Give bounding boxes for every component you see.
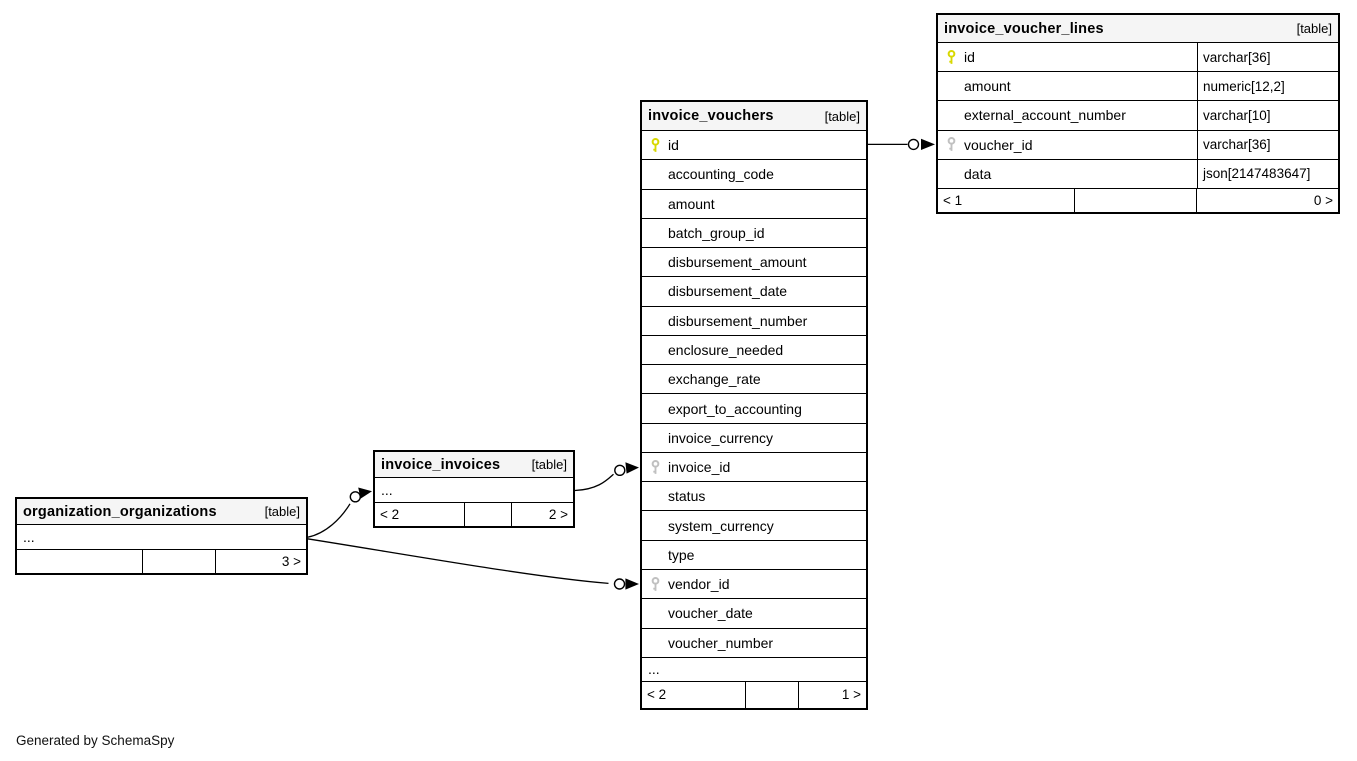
table-header[interactable]: invoice_invoices [table] bbox=[375, 452, 573, 477]
column-name: invoice_currency bbox=[668, 429, 774, 446]
column-name: amount bbox=[964, 78, 1011, 95]
column-name: status bbox=[668, 488, 706, 505]
foreign-key-icon bbox=[650, 576, 668, 593]
table-rows: id varchar[36] amount numeric[12,2] exte… bbox=[938, 42, 1338, 188]
footer-parent-count bbox=[17, 550, 143, 573]
column-name: disbursement_amount bbox=[668, 254, 807, 271]
footer-child-count: 0 > bbox=[1313, 192, 1333, 208]
column-name: exchange_rate bbox=[668, 371, 761, 388]
column-row: disbursement_number bbox=[642, 305, 866, 335]
table-title[interactable]: invoice_vouchers bbox=[648, 108, 774, 124]
column-row: invoice_currency bbox=[642, 422, 866, 452]
column-row: enclosure_needed bbox=[642, 334, 866, 365]
table-type-badge: [table] bbox=[531, 457, 567, 472]
column-name: voucher_id bbox=[964, 136, 1033, 153]
column-row: type bbox=[642, 539, 866, 569]
column-row: status bbox=[642, 481, 866, 511]
footer-middle-cell bbox=[465, 503, 512, 526]
foreign-key-icon bbox=[650, 459, 668, 476]
hidden-columns-ellipsis: ... bbox=[17, 524, 306, 549]
column-row: voucher_number bbox=[642, 627, 866, 657]
column-name: voucher_date bbox=[668, 605, 753, 622]
column-type: varchar[36] bbox=[1197, 130, 1338, 159]
table-header[interactable]: organization_organizations [table] bbox=[17, 499, 306, 524]
table-title[interactable]: invoice_invoices bbox=[381, 456, 501, 473]
column-row: amount bbox=[642, 188, 866, 218]
column-row: external_account_number varchar[10] bbox=[938, 100, 1338, 130]
table-title[interactable]: organization_organizations bbox=[23, 503, 217, 520]
primary-key-icon bbox=[650, 137, 668, 154]
table-organization-organizations: organization_organizations [table] ... 3… bbox=[15, 497, 308, 575]
column-row: data json[2147483647] bbox=[938, 158, 1338, 188]
column-row: exchange_rate bbox=[642, 364, 866, 394]
column-name: invoice_id bbox=[668, 459, 731, 476]
table-type-badge: [table] bbox=[1296, 21, 1332, 36]
footer-middle-cell bbox=[746, 681, 799, 708]
column-name: export_to_accounting bbox=[668, 400, 802, 417]
column-type: varchar[10] bbox=[1197, 101, 1338, 130]
relationship-vouchers-to-voucher-lines bbox=[868, 138, 935, 151]
table-header[interactable]: invoice_vouchers [table] bbox=[642, 102, 866, 130]
column-row: invoice_id bbox=[642, 451, 866, 482]
table-footer: < 2 2 > bbox=[375, 502, 573, 526]
table-invoice-voucher-lines: invoice_voucher_lines [table] id varchar… bbox=[936, 13, 1340, 214]
column-name: vendor_id bbox=[668, 576, 730, 593]
footer-parent-count: < 2 bbox=[642, 681, 746, 708]
table-rows: id accounting_code amount batch_group_id… bbox=[642, 130, 866, 657]
footer-parent-count: < 1 bbox=[938, 188, 1075, 212]
table-type-badge: [table] bbox=[824, 108, 860, 124]
column-row: system_currency bbox=[642, 510, 866, 540]
column-name: id bbox=[668, 137, 679, 154]
column-row: amount numeric[12,2] bbox=[938, 71, 1338, 101]
footer-parent-count: < 2 bbox=[375, 503, 465, 526]
column-row: batch_group_id bbox=[642, 217, 866, 248]
column-name: external_account_number bbox=[964, 107, 1126, 124]
footer-middle-cell bbox=[143, 550, 216, 573]
column-row: export_to_accounting bbox=[642, 393, 866, 423]
column-name: accounting_code bbox=[668, 166, 774, 183]
column-row: voucher_date bbox=[642, 598, 866, 628]
table-type-badge: [table] bbox=[264, 504, 300, 519]
column-name: enclosure_needed bbox=[668, 341, 784, 358]
table-invoice-invoices: invoice_invoices [table] ... < 2 2 > bbox=[373, 450, 575, 528]
column-row: vendor_id bbox=[642, 568, 866, 599]
relationship-invoices-to-vouchers-invoice-id bbox=[574, 462, 639, 492]
column-name: id bbox=[964, 49, 975, 66]
column-row: accounting_code bbox=[642, 159, 866, 189]
column-row: id bbox=[642, 130, 866, 160]
column-row: disbursement_date bbox=[642, 276, 866, 306]
primary-key-icon bbox=[946, 49, 964, 66]
hidden-columns-ellipsis: ... bbox=[642, 656, 866, 681]
column-row: disbursement_amount bbox=[642, 247, 866, 277]
table-header[interactable]: invoice_voucher_lines [table] bbox=[938, 15, 1338, 42]
table-footer: < 2 1 > bbox=[642, 680, 866, 708]
footer-child-count: 3 > bbox=[281, 554, 301, 569]
table-title[interactable]: invoice_voucher_lines bbox=[944, 20, 1104, 37]
column-row: voucher_id varchar[36] bbox=[938, 129, 1338, 159]
foreign-key-icon bbox=[946, 136, 964, 153]
column-name: type bbox=[668, 546, 695, 563]
column-name: disbursement_date bbox=[668, 283, 788, 300]
footer-child-count: 2 > bbox=[548, 507, 568, 522]
table-footer: < 1 0 > bbox=[938, 187, 1338, 212]
column-row: id varchar[36] bbox=[938, 42, 1338, 72]
column-name: disbursement_number bbox=[668, 312, 808, 329]
column-name: amount bbox=[668, 195, 715, 212]
column-type: varchar[36] bbox=[1197, 43, 1338, 72]
column-name: batch_group_id bbox=[668, 224, 765, 241]
column-name: voucher_number bbox=[668, 634, 774, 651]
table-invoice-vouchers: invoice_vouchers [table] id accounting_c… bbox=[640, 100, 868, 710]
column-type: json[2147483647] bbox=[1197, 159, 1338, 188]
column-name: data bbox=[964, 165, 992, 182]
footer-middle-cell bbox=[1075, 188, 1197, 212]
generator-note: Generated by SchemaSpy bbox=[16, 733, 175, 748]
footer-child-count: 1 > bbox=[841, 687, 861, 703]
table-footer: 3 > bbox=[17, 549, 306, 573]
relationship-organizations-to-vouchers-vendor-id bbox=[307, 538, 639, 590]
hidden-columns-ellipsis: ... bbox=[375, 477, 573, 502]
relationship-organizations-to-invoices bbox=[307, 487, 372, 538]
column-name: system_currency bbox=[668, 517, 774, 534]
column-type: numeric[12,2] bbox=[1197, 72, 1338, 101]
